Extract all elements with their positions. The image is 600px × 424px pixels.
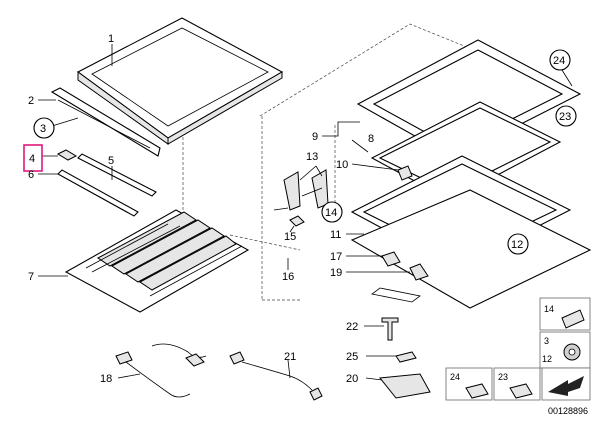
callout-10[interactable]: 10	[336, 159, 348, 171]
hose-clip-part[interactable]	[397, 165, 413, 181]
callout-4[interactable]: 4	[29, 153, 35, 165]
callout-1[interactable]: 1	[108, 33, 114, 45]
guide-rail-part[interactable]	[77, 153, 157, 197]
cable-part[interactable]	[229, 351, 323, 401]
legend-label-23: 23	[498, 372, 508, 382]
arrow-icon	[548, 376, 584, 396]
legend-label-24: 24	[450, 372, 460, 382]
callout-16[interactable]: 16	[282, 271, 294, 283]
handle-cover-part[interactable]	[379, 373, 431, 399]
callout-24[interactable]: 24	[553, 55, 565, 67]
callout-18[interactable]: 18	[100, 373, 112, 385]
callout-14[interactable]: 14	[325, 207, 337, 219]
catalog-number: 00128896	[548, 406, 588, 416]
callout-25[interactable]: 25	[346, 351, 358, 363]
small-block-part[interactable]	[289, 215, 305, 227]
callout-11[interactable]: 11	[330, 229, 341, 241]
leader-lines	[38, 44, 573, 381]
callout-3-circle	[33, 117, 55, 139]
nut-hole-icon	[568, 348, 576, 356]
legend-label-12: 12	[542, 354, 552, 364]
long-rail-part[interactable]	[57, 169, 139, 217]
drain-tray-part[interactable]	[350, 189, 592, 309]
clip-icon	[561, 309, 585, 329]
wiring-harness-part[interactable]	[115, 343, 207, 398]
callout-23-circle	[555, 105, 577, 127]
sunshade-frame-part[interactable]	[64, 209, 250, 313]
clip-small-icon	[509, 383, 533, 399]
cable-clip-part[interactable]	[381, 251, 429, 281]
lid-seal-part[interactable]	[50, 87, 161, 157]
bracket-part[interactable]	[273, 169, 329, 211]
legend-label-14: 14	[544, 304, 554, 314]
grommet-icon	[465, 383, 489, 399]
glass-lid-part[interactable]	[76, 17, 284, 145]
callout-2[interactable]: 2	[28, 95, 34, 107]
callout-3[interactable]: 3	[40, 123, 46, 135]
callout-20[interactable]: 20	[346, 373, 358, 385]
callout-8[interactable]: 8	[368, 133, 374, 145]
oblong-piece-part[interactable]	[395, 351, 417, 363]
highlight-box	[23, 144, 43, 172]
callout-12[interactable]: 12	[511, 239, 523, 251]
callout-labels: 1 2 3 4 5 6 7 8 9 10 11 12 13 14 15 16 1…	[23, 33, 577, 385]
callout-5[interactable]: 5	[108, 155, 114, 167]
callout-6[interactable]: 6	[28, 169, 34, 181]
callout-19[interactable]: 19	[330, 267, 342, 279]
callout-13[interactable]: 13	[306, 151, 318, 163]
t-pin-part[interactable]	[381, 317, 399, 341]
callout-15[interactable]: 15	[284, 231, 296, 243]
legend-panel: 14 3 12 24 23	[445, 297, 591, 401]
legend-label-3: 3	[544, 336, 549, 346]
small-clip-part[interactable]	[56, 149, 78, 161]
callout-17[interactable]: 17	[330, 251, 342, 263]
callout-14-circle	[321, 201, 343, 223]
callout-9[interactable]: 9	[312, 131, 318, 143]
callout-24-circle	[549, 49, 571, 71]
callout-22[interactable]: 22	[346, 321, 358, 333]
callout-7[interactable]: 7	[28, 271, 34, 283]
callout-23[interactable]: 23	[559, 111, 571, 123]
callout-12-circle	[507, 233, 529, 255]
callout-21[interactable]: 21	[284, 351, 296, 363]
